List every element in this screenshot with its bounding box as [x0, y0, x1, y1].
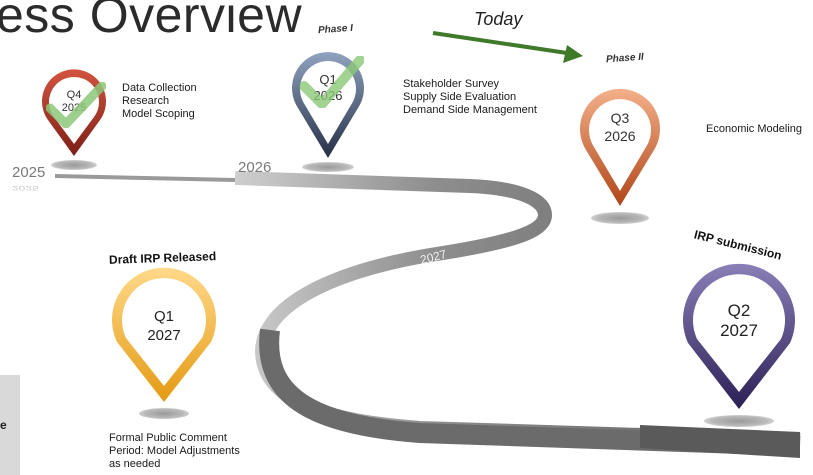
map-pin-icon [112, 267, 217, 402]
today-arrow-icon [432, 31, 583, 63]
road-segment-2025 [54, 174, 236, 182]
pin-year: 2026 [604, 128, 636, 144]
pin-quarter: Q3 [610, 110, 630, 126]
road-tail [640, 425, 800, 458]
pin-quarter: Q1 [153, 308, 174, 325]
milestone-q3-2026: Q3 2026 [575, 70, 665, 230]
note-line: Period: Model Adjustments [109, 445, 240, 457]
map-pin-icon [683, 263, 795, 409]
note-line: Demand Side Management [403, 104, 537, 116]
today-label: Today [474, 9, 523, 29]
milestone-q1-2027: Q1 2027 [104, 262, 224, 422]
road-segment-2027 [259, 328, 801, 456]
note-line: Data Collection [122, 82, 197, 94]
milestone-q4-2025-notes: Data Collection Research Model Scoping [122, 82, 197, 121]
pin-quarter: Q4 [66, 89, 82, 101]
note-line: Formal Public Comment [109, 432, 227, 444]
page-title: ess Overview [0, 0, 303, 43]
milestone-q1-2027-notes: Formal Public Comment Period: Model Adju… [109, 432, 240, 471]
pin-year: 2027 [720, 321, 758, 340]
side-panel [0, 375, 20, 475]
checkmark-icon [300, 56, 364, 108]
year-label-2026: 2026 [238, 159, 272, 176]
milestone-q1-2026-notes: Stakeholder Survey Supply Side Evaluatio… [403, 78, 537, 117]
note-line: Stakeholder Survey [403, 78, 499, 90]
year-label-2025: 2025 [12, 164, 46, 181]
checkmark-icon [46, 82, 106, 128]
note-line: Supply Side Evaluation [403, 91, 517, 103]
pin-shadow [591, 212, 649, 224]
side-panel-text: e [0, 418, 7, 432]
pin-year: 2027 [147, 327, 181, 344]
milestone-q4-2025: Q4 2025 [34, 60, 114, 180]
year-label-2025-reflection: 2025 [12, 184, 39, 192]
pin-shadow [139, 408, 189, 419]
pin-quarter: Q1 [319, 72, 337, 87]
map-pin-icon [580, 88, 660, 206]
pin-shadow [302, 162, 354, 172]
note-line: Model Scoping [122, 108, 195, 120]
milestone-q2-2027: Q2 2027 [674, 255, 804, 430]
pin-shadow [704, 415, 774, 427]
year-label-2026-reflection: 2026 [238, 178, 265, 186]
milestone-q1-2026: Q1 2026 [288, 38, 368, 178]
milestone-q3-2026-notes: Economic Modeling [706, 123, 802, 136]
note-line: Economic Modeling [706, 123, 802, 135]
note-line: Research [122, 95, 170, 107]
pin-quarter: Q2 [727, 301, 751, 320]
pin-shadow [51, 160, 97, 170]
note-line: as needed [109, 458, 161, 470]
